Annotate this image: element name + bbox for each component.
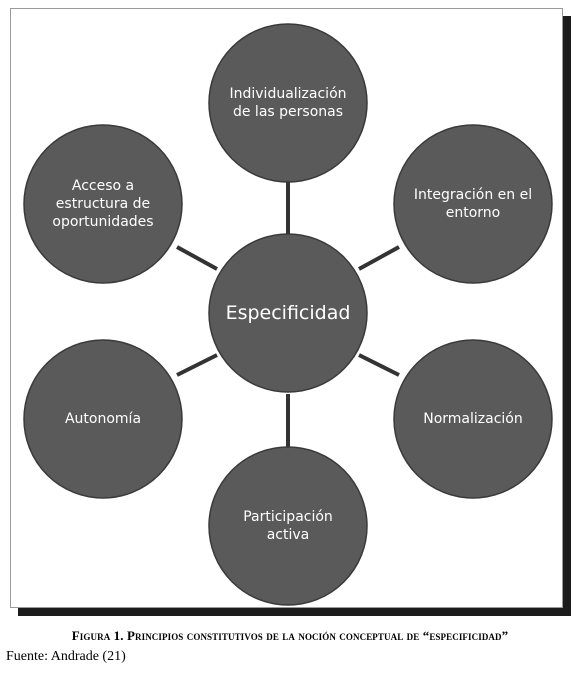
connector-lower-left xyxy=(176,353,218,377)
node-participacion-circle xyxy=(208,446,368,606)
connector-lower-right xyxy=(358,353,400,377)
connector-upper-left xyxy=(176,245,218,271)
node-autonomia-circle xyxy=(23,339,183,499)
node-acceso-circle xyxy=(23,124,183,284)
concept-diagram xyxy=(23,23,553,606)
node-individualizacion-circle xyxy=(208,23,368,183)
figure-frame: Individualización de las personas Integr… xyxy=(10,8,563,608)
connector-upper-right xyxy=(358,245,400,271)
center-node-circle xyxy=(208,233,368,393)
node-integracion-circle xyxy=(393,124,553,284)
node-normalizacion-circle xyxy=(393,339,553,499)
figure-source: Fuente: Andrade (21) xyxy=(6,649,126,664)
figure-caption: Figura 1. Principios constitutivos de la… xyxy=(71,628,509,643)
